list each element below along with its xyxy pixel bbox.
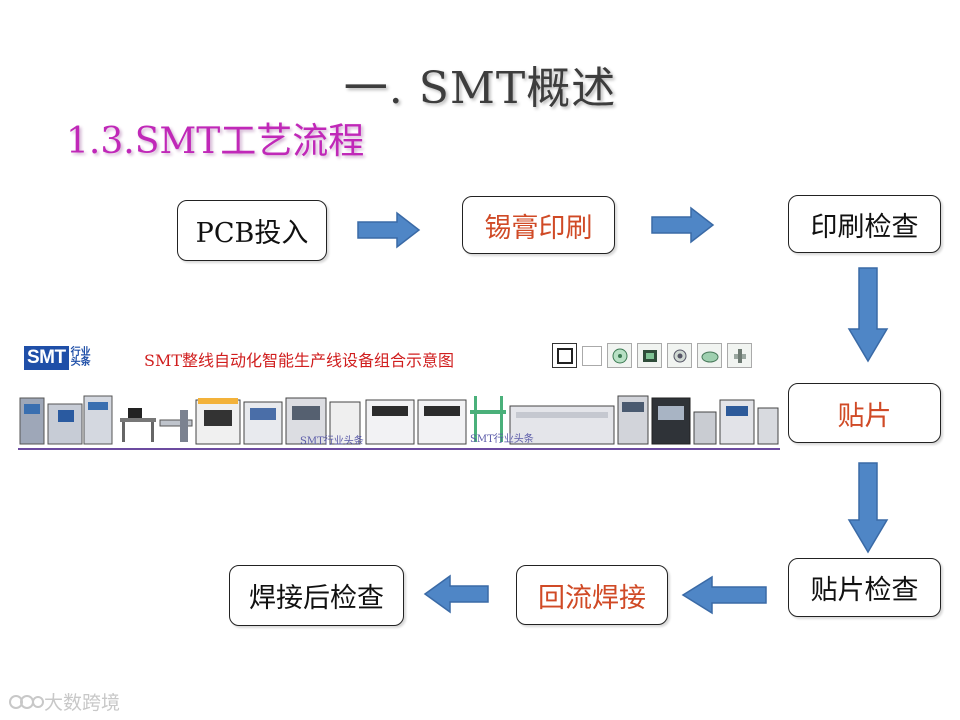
arrow-down-icon xyxy=(847,267,889,363)
brand-watermark-text: 大数跨境 xyxy=(44,692,121,714)
arrow-left-icon xyxy=(681,575,767,615)
feeder-icon xyxy=(637,343,662,368)
step-label: 印刷检查 xyxy=(810,211,919,243)
blank-square-icon xyxy=(582,346,602,366)
step-label: 锡膏印刷 xyxy=(484,212,593,244)
step-label: PCB投入 xyxy=(195,218,309,249)
tape-icon xyxy=(697,343,722,368)
arrow-left-icon xyxy=(423,574,489,614)
equipment-icon-row xyxy=(552,343,752,368)
step-label: 回流焊接 xyxy=(538,582,646,614)
gear-tool-icon xyxy=(727,343,752,368)
logo-sub-text: 行业 头条 xyxy=(71,348,91,368)
logo-main-text: SMT xyxy=(24,346,69,370)
banner-divider xyxy=(18,448,780,450)
arrow-right-icon xyxy=(651,206,715,244)
smt-logo: SMT 行业 头条 xyxy=(24,346,91,370)
step-label: 焊接后检查 xyxy=(249,583,384,614)
step-label: 贴片 xyxy=(837,400,892,432)
step-pcb-input: PCB投入 xyxy=(177,200,327,261)
logo-sub-line2: 头条 xyxy=(70,357,91,368)
step-print-inspection: 印刷检查 xyxy=(788,195,941,253)
arrow-right-icon xyxy=(357,211,421,249)
inline-watermark: SMT行业头条 xyxy=(470,434,534,445)
step-placement: 贴片 xyxy=(788,383,941,443)
step-post-solder-inspection: 焊接后检查 xyxy=(229,565,404,626)
nozzle-icon xyxy=(667,343,692,368)
brand-watermark: 大数跨境 xyxy=(8,688,120,715)
reel-icon xyxy=(607,343,632,368)
step-placement-inspection: 贴片检查 xyxy=(788,558,941,617)
step-reflow-soldering: 回流焊接 xyxy=(516,565,668,625)
banner-title: SMT整线自动化智能生产线设备组合示意图 xyxy=(144,351,455,370)
production-line-illustration xyxy=(19,395,779,445)
brand-logo-icon xyxy=(9,694,44,709)
frame-outline-icon xyxy=(552,343,577,368)
arrow-down-icon xyxy=(847,462,889,554)
inline-watermark: SMT行业头条 xyxy=(300,436,364,447)
step-label: 贴片检查 xyxy=(810,575,919,606)
logo-sub-line1: 行业 xyxy=(70,347,91,358)
section-subtitle: 1.3.SMT工艺流程 xyxy=(66,121,365,162)
page-title: 一. SMT概述 xyxy=(343,63,617,114)
step-solder-paste-printing: 锡膏印刷 xyxy=(462,196,615,254)
